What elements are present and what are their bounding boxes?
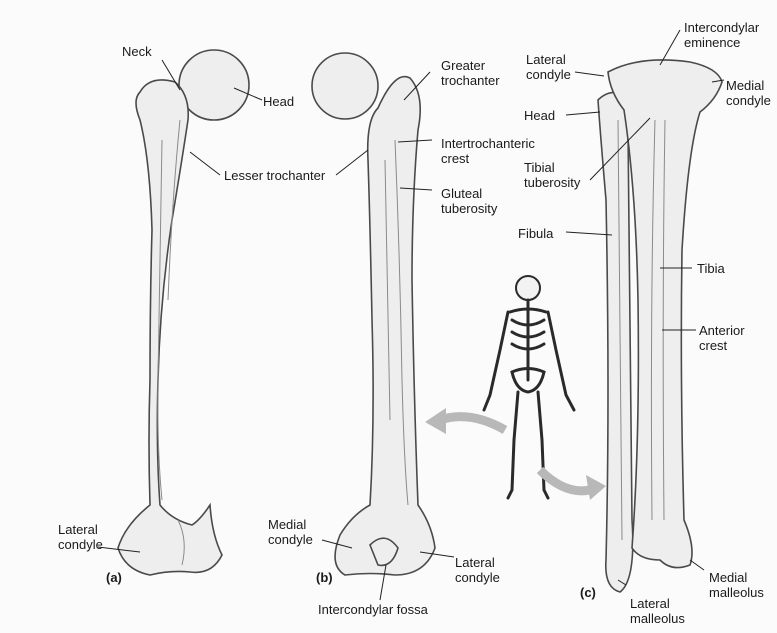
label-greater-trochanter-line2: trochanter	[441, 73, 500, 88]
label-intercondylar-fossa: Intercondylar fossa	[318, 602, 428, 617]
label-fibula: Fibula	[518, 226, 553, 241]
label-medial-condyle-b: Medial condyle	[268, 517, 313, 547]
label-medial-malleolus-line1: Medial	[709, 570, 764, 585]
panel-tag-a: (a)	[106, 570, 122, 585]
label-eminence-line2: eminence	[684, 35, 759, 50]
panel-tag-b: (b)	[316, 570, 333, 585]
label-greater-trochanter: Greater trochanter	[441, 58, 500, 88]
label-lateral-condyle-b-line1: Lateral	[455, 555, 500, 570]
label-neck: Neck	[122, 44, 152, 59]
label-medial-malleolus-line2: malleolus	[709, 585, 764, 600]
label-greater-trochanter-line1: Greater	[441, 58, 500, 73]
label-lateral-malleolus-line1: Lateral	[630, 596, 685, 611]
label-gluteal-line1: Gluteal	[441, 186, 497, 201]
label-lesser-trochanter: Lesser trochanter	[224, 168, 325, 183]
label-eminence-line1: Intercondylar	[684, 20, 759, 35]
label-lateral-condyle-b-line2: condyle	[455, 570, 500, 585]
label-lateral-condyle-c: Lateral condyle	[526, 52, 571, 82]
label-medial-malleolus: Medial malleolus	[709, 570, 764, 600]
label-medial-condyle-b-line2: condyle	[268, 532, 313, 547]
label-lateral-condyle-c-line1: Lateral	[526, 52, 571, 67]
label-head-femur: Head	[263, 94, 294, 109]
label-tibia: Tibia	[697, 261, 725, 276]
label-medial-condyle-c-line1: Medial	[726, 78, 771, 93]
label-lateral-condyle-a-line2: condyle	[58, 537, 103, 552]
label-head-fibula: Head	[524, 108, 555, 123]
label-gluteal-line2: tuberosity	[441, 201, 497, 216]
label-intercondylar-eminence: Intercondylar eminence	[684, 20, 759, 50]
femur-posterior	[312, 53, 435, 575]
label-medial-condyle-c: Medial condyle	[726, 78, 771, 108]
label-lateral-condyle-b: Lateral condyle	[455, 555, 500, 585]
panel-tag-c: (c)	[580, 585, 596, 600]
label-lateral-malleolus: Lateral malleolus	[630, 596, 685, 626]
femur-anterior	[118, 50, 249, 575]
label-tibial-tuberosity-line1: Tibial	[524, 160, 580, 175]
label-tibial-tuberosity: Tibial tuberosity	[524, 160, 580, 190]
label-tibial-tuberosity-line2: tuberosity	[524, 175, 580, 190]
label-gluteal-tuberosity: Gluteal tuberosity	[441, 186, 497, 216]
label-lateral-condyle-c-line2: condyle	[526, 67, 571, 82]
label-anterior-crest-line2: crest	[699, 338, 745, 353]
label-medial-condyle-b-line1: Medial	[268, 517, 313, 532]
label-anterior-crest-line1: Anterior	[699, 323, 745, 338]
label-intertrochanteric-crest: Intertrochanteric crest	[441, 136, 535, 166]
label-lateral-condyle-a: Lateral condyle	[58, 522, 103, 552]
label-intertrochanteric-line2: crest	[441, 151, 535, 166]
label-intertrochanteric-line1: Intertrochanteric	[441, 136, 535, 151]
label-lateral-condyle-a-line1: Lateral	[58, 522, 103, 537]
label-anterior-crest: Anterior crest	[699, 323, 745, 353]
label-lateral-malleolus-line2: malleolus	[630, 611, 685, 626]
label-medial-condyle-c-line2: condyle	[726, 93, 771, 108]
skeleton-figure	[484, 276, 574, 498]
